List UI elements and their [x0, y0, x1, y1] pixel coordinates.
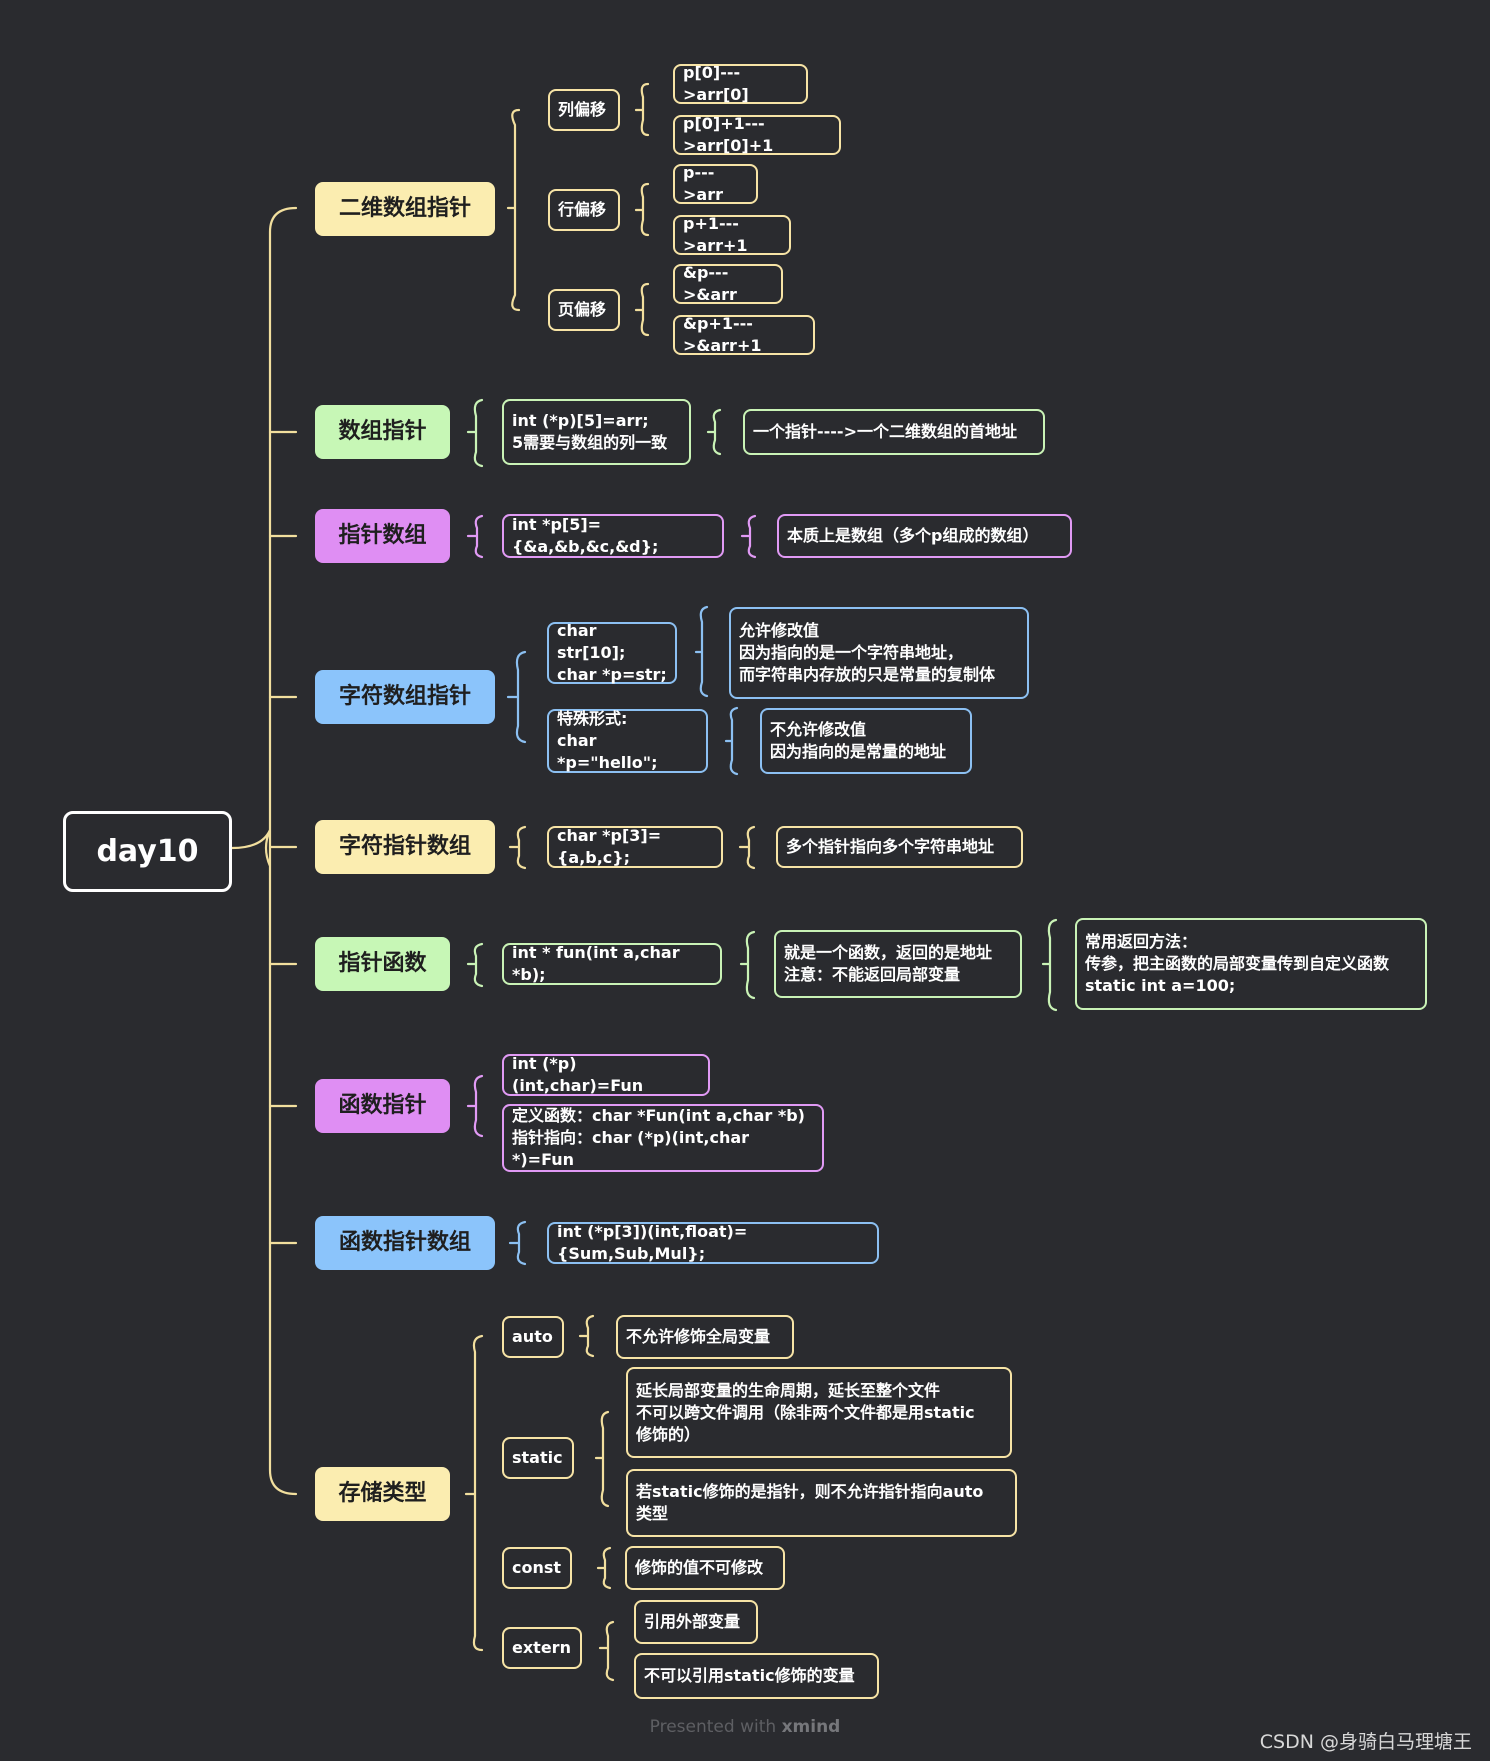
leaf-function-pointer-code[interactable]: int (*p)(int,char)=Fun	[502, 1054, 710, 1096]
leaf-pointer-function-code[interactable]: int * fun(int a,char *b);	[502, 943, 722, 985]
branch-char-array-pointer[interactable]: 字符数组指针	[315, 670, 495, 724]
presented-with-footer: Presented with xmind	[0, 1717, 1490, 1737]
branch-function-pointer[interactable]: 函数指针	[315, 1079, 450, 1133]
leaf-function-pointer-array-code[interactable]: int (*p[3])(int,float)={Sum,Sub,Mul};	[547, 1222, 879, 1264]
leaf-pointer-function-extra[interactable]: 常用返回方法： 传参，把主函数的局部变量传到自定义函数 static int a…	[1075, 918, 1427, 1010]
branch-char-pointer-array[interactable]: 字符指针数组	[315, 820, 495, 874]
topic-row-offset[interactable]: 行偏移	[548, 189, 620, 231]
leaf-array-pointer-note[interactable]: 一个指针---->一个二维数组的首地址	[743, 409, 1045, 455]
root-node-day10[interactable]: day10	[63, 811, 232, 892]
branch-function-pointer-array[interactable]: 函数指针数组	[315, 1216, 495, 1270]
branch-array-pointer[interactable]: 数组指针	[315, 405, 450, 459]
leaf-page-offset-1[interactable]: &p--->&arr	[673, 263, 783, 304]
leaf-const-note[interactable]: 修饰的值不可修改	[625, 1546, 785, 1590]
leaf-char-literal-note[interactable]: 不允许修改值 因为指向的是常量的地址	[760, 708, 972, 774]
leaf-char-array-code[interactable]: char str[10]; char *p=str;	[547, 621, 677, 684]
leaf-static-note-2[interactable]: 若static修饰的是指针，则不允许指针指向auto 类型	[626, 1469, 1017, 1537]
branch-pointer-function[interactable]: 指针函数	[315, 937, 450, 991]
leaf-column-offset-2[interactable]: p[0]+1--->arr[0]+1	[673, 114, 841, 155]
topic-column-offset[interactable]: 列偏移	[548, 89, 620, 131]
leaf-row-offset-1[interactable]: p--->arr	[673, 163, 758, 204]
leaf-static-note-1[interactable]: 延长局部变量的生命周期，延长至整个文件 不可以跨文件调用（除非两个文件都是用st…	[626, 1367, 1012, 1458]
leaf-extern-note-2[interactable]: 不可以引用static修饰的变量	[634, 1653, 879, 1699]
leaf-row-offset-2[interactable]: p+1--->arr+1	[673, 214, 791, 255]
leaf-page-offset-2[interactable]: &p+1--->&arr+1	[673, 314, 815, 355]
leaf-auto-note[interactable]: 不允许修饰全局变量	[616, 1315, 794, 1359]
topic-page-offset[interactable]: 页偏移	[548, 289, 620, 331]
branch-pointer-array[interactable]: 指针数组	[315, 509, 450, 563]
leaf-pointer-array-note[interactable]: 本质上是数组（多个p组成的数组）	[777, 514, 1072, 558]
topic-extern[interactable]: extern	[502, 1627, 582, 1669]
leaf-function-pointer-def[interactable]: 定义函数：char *Fun(int a,char *b) 指针指向：char …	[502, 1104, 824, 1172]
topic-static[interactable]: static	[502, 1437, 574, 1479]
csdn-credit: CSDN @身骑白马理塘王	[1259, 1731, 1472, 1753]
topic-const[interactable]: const	[502, 1547, 572, 1589]
leaf-pointer-array-code[interactable]: int *p[5]={&a,&b,&c,&d};	[502, 514, 724, 558]
leaf-extern-note-1[interactable]: 引用外部变量	[634, 1600, 758, 1644]
footer-prefix: Presented with	[649, 1717, 782, 1737]
leaf-column-offset-1[interactable]: p[0]--->arr[0]	[673, 63, 808, 104]
leaf-char-pointer-array-note[interactable]: 多个指针指向多个字符串地址	[776, 826, 1023, 868]
leaf-pointer-function-note[interactable]: 就是一个函数，返回的是地址 注意：不能返回局部变量	[774, 930, 1022, 998]
leaf-char-literal-code[interactable]: 特殊形式: char *p="hello";	[547, 709, 708, 773]
xmind-brand: xmind	[781, 1717, 841, 1737]
topic-auto[interactable]: auto	[502, 1316, 564, 1358]
branch-storage-class[interactable]: 存储类型	[315, 1467, 450, 1521]
leaf-array-pointer-code[interactable]: int (*p)[5]=arr; 5需要与数组的列一致	[502, 399, 691, 465]
leaf-char-array-note[interactable]: 允许修改值 因为指向的是一个字符串地址， 而字符串内存放的只是常量的复制体	[729, 607, 1029, 699]
branch-2d-array-pointer[interactable]: 二维数组指针	[315, 182, 495, 236]
leaf-char-pointer-array-code[interactable]: char *p[3]={a,b,c};	[547, 826, 723, 868]
root-connector	[230, 206, 298, 1496]
